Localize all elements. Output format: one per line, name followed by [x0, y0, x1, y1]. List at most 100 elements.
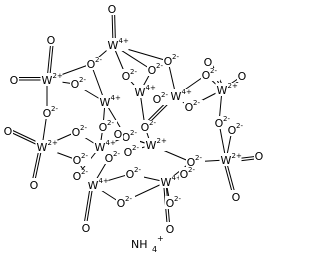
ammonium-subscript: 4	[152, 245, 157, 254]
oxide-atom-charge: 2-	[156, 62, 163, 70]
oxide-atom-charge: 2-	[81, 152, 88, 160]
oxide-atom-charge: 2-	[130, 68, 137, 76]
oxide-atom-charge: 2-	[193, 99, 200, 107]
oxide-atom-symbol: O	[166, 197, 175, 210]
terminal-oxygen-atom: O	[254, 149, 264, 163]
oxide-atom-symbol: O	[87, 58, 96, 71]
oxide-atom-charge: 2-	[149, 119, 156, 127]
terminal-oxygen-atom-symbol: O	[232, 191, 241, 204]
double-bond-line	[83, 184, 92, 228]
terminal-oxygen-atom: O	[107, 2, 117, 16]
oxide-atom-symbol: O	[122, 131, 131, 144]
ammonium-superscript: +	[157, 234, 164, 243]
oxide-atom-symbol: O	[73, 170, 82, 183]
terminal-oxygen-atom-symbol: O	[30, 179, 39, 192]
terminal-oxygen-atom: O	[203, 55, 213, 69]
oxide-atom-symbol: O	[141, 121, 150, 134]
terminal-oxygen-atom-symbol: O	[47, 34, 56, 47]
terminal-oxygen-atom: O	[237, 69, 247, 83]
oxide-atom-symbol: O	[148, 64, 157, 77]
oxide-atom-charge: 2-	[172, 53, 179, 61]
tungsten-2plus-atom-charge: 2+	[53, 72, 63, 80]
oxide-atom-charge: 2-	[210, 67, 217, 75]
ammonium-ion: NH 4 +	[131, 234, 164, 254]
terminal-oxygen-atom: O	[46, 33, 56, 47]
oxide-atom-charge: 2-	[134, 166, 141, 174]
oxide-atom-symbol: O	[164, 55, 173, 68]
tungsten-2plus-atom-symbol: W	[221, 154, 232, 167]
tungsten-4plus-atom-charge: 4+	[106, 139, 116, 147]
tungsten-4plus-atom-charge: 4+	[99, 177, 109, 185]
oxide-atom-charge: 2-	[107, 119, 114, 127]
oxide-atom-charge: 2-	[161, 91, 168, 99]
tungsten-2plus-atom-charge: 2+	[228, 82, 238, 90]
tungsten-2plus-atom-symbol: W	[42, 74, 53, 87]
oxide-atom-symbol: O	[228, 124, 237, 137]
oxide-atom-symbol: O	[180, 168, 189, 181]
terminal-oxygen-atom: O	[3, 124, 13, 138]
oxide-atom-symbol: O	[71, 78, 80, 91]
oxide-atom-charge: 2-	[188, 166, 195, 174]
tungsten-2plus-atom-charge: 2+	[157, 137, 167, 145]
tungsten-2plus-atom-charge: 2+	[48, 139, 58, 147]
oxide-atom-symbol: O	[153, 93, 162, 106]
terminal-oxygen-atom: O	[29, 178, 39, 192]
terminal-oxygen-atom-symbol: O	[204, 56, 213, 69]
terminal-oxygen-atom-symbol: O	[255, 150, 264, 163]
oxide-atom-charge: 2-	[223, 115, 230, 123]
terminal-oxygen-atom: O	[165, 222, 175, 236]
terminal-oxygen-atom-symbol: O	[82, 222, 91, 235]
oxide-atom-symbol: O	[122, 70, 131, 83]
bond-line	[85, 184, 94, 229]
tungsten-2plus-atom-symbol: W	[37, 141, 48, 154]
tungsten-4plus-atom-symbol: W	[88, 179, 99, 192]
terminal-oxygen-atom: O	[81, 221, 91, 235]
tungsten-2plus-atom-charge: 2+	[232, 152, 242, 160]
tungsten-4plus-atom-symbol: W	[171, 90, 182, 103]
oxide-atom-symbol: O	[126, 168, 135, 181]
oxide-atom-symbol: O	[72, 126, 81, 139]
oxide-atom-symbol: O	[187, 156, 196, 169]
terminal-oxygen-atom-symbol: O	[238, 70, 247, 83]
ammonium-label: NH	[131, 238, 148, 251]
oxide-atom-charge: 2-	[95, 56, 102, 64]
oxide-atom-charge: 2-	[113, 150, 120, 158]
terminal-oxygen-atom-symbol: O	[166, 223, 175, 236]
oxide-atom-symbol: O	[105, 152, 114, 165]
oxide-atom-charge: 2-	[195, 154, 202, 162]
tungsten-2plus-atom-symbol: W	[217, 84, 228, 97]
oxide-atom-symbol: O	[215, 117, 224, 130]
tungsten-4plus-atom-charge: 4+	[146, 84, 156, 92]
oxide-atom-symbol: O	[99, 121, 108, 134]
terminal-oxygen-atom: O	[231, 190, 241, 204]
terminal-oxygen-atom-symbol: O	[108, 3, 117, 16]
oxide-atom-charge: 2-	[80, 124, 87, 132]
oxide-atom-charge: 2-	[236, 122, 243, 130]
